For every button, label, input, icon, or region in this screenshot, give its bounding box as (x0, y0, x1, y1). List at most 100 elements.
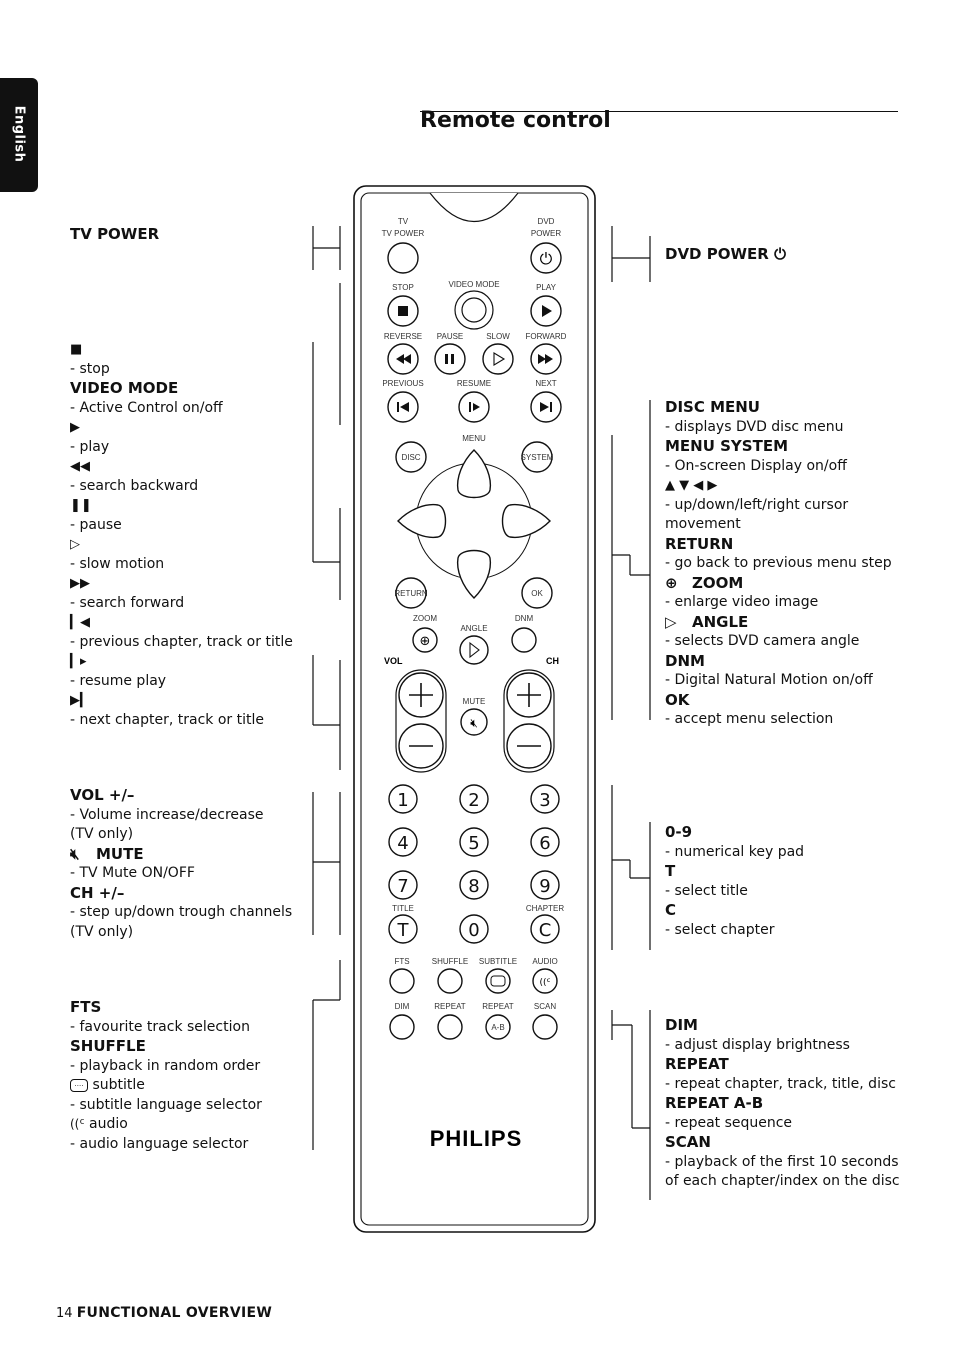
digit-3-label: 3 (539, 790, 550, 811)
shuffle-button[interactable] (437, 968, 463, 994)
disc-menu-heading: DISC MENU (665, 398, 760, 416)
remote-label-play: PLAY (536, 283, 557, 292)
remote-label-disc: DISC (401, 453, 420, 462)
digit-9-label: 9 (539, 876, 550, 897)
digit-1-label: 1 (397, 790, 408, 811)
t-label: T (397, 920, 410, 941)
volume-legend: VOL +/– - Volume increase/decrease (TV o… (70, 786, 292, 942)
audio-icon: ((ᑦ (540, 978, 551, 988)
remote-label-next: NEXT (535, 379, 556, 388)
digit-3-button[interactable] (530, 784, 560, 814)
mute-button[interactable] (460, 708, 488, 736)
digits-desc: - numerical key pad (665, 843, 805, 860)
remote-label-zoom: ZOOM (413, 614, 437, 623)
ch-desc-2: (TV only) (70, 923, 134, 940)
digit-0-button[interactable] (459, 914, 489, 944)
digit-7-button[interactable] (388, 870, 418, 900)
zoom-button[interactable] (412, 627, 438, 653)
dvd-power-button[interactable] (530, 242, 562, 274)
forward-symbol: ▶▶ (70, 576, 90, 591)
next-desc: - next chapter, track or title (70, 711, 264, 728)
audio-label: audio (89, 1116, 128, 1132)
scan-button[interactable] (532, 1014, 558, 1040)
forward-desc: - search forward (70, 594, 185, 611)
next-symbol: ▶▎ (70, 693, 90, 708)
dnm-button[interactable] (511, 627, 537, 653)
right-cursor-button[interactable] (501, 503, 551, 539)
reverse-icon (396, 354, 411, 364)
menu-system-desc: - On-screen Display on/off (665, 457, 847, 474)
slow-desc: - slow motion (70, 555, 165, 572)
page-number: 14 (56, 1306, 73, 1321)
next-icon (540, 402, 552, 412)
digit-7-label: 7 (397, 876, 408, 897)
dim-button[interactable] (389, 1014, 415, 1040)
language-tab: English (0, 78, 38, 192)
vol-desc-2: (TV only) (70, 826, 134, 842)
fts-button[interactable] (389, 968, 415, 994)
mute-desc: - TV Mute ON/OFF (70, 865, 195, 881)
digit-8-button[interactable] (459, 870, 489, 900)
vol-heading: VOL +/– (70, 786, 135, 804)
c-heading: C (665, 901, 677, 919)
digit-6-button[interactable] (530, 827, 560, 857)
disc-menu-button[interactable] (395, 441, 427, 473)
dnm-desc: - Digital Natural Motion on/off (665, 672, 873, 688)
video-mode-button[interactable] (461, 297, 487, 323)
remote-label-ch: CH (546, 656, 559, 666)
digit-5-button[interactable] (459, 827, 489, 857)
stop-desc: - stop (70, 360, 110, 377)
down-cursor-button[interactable] (456, 549, 492, 599)
zoom-icon: ⊕ (420, 634, 431, 649)
menu-system-heading: MENU SYSTEM (665, 437, 789, 455)
remote-label-shuffle: SHUFFLE (432, 957, 468, 966)
ok-button[interactable] (521, 577, 553, 609)
repeat-button[interactable] (437, 1014, 463, 1040)
page-title: Remote control (420, 108, 611, 133)
remote-label-tv-power: TV POWER (382, 229, 425, 238)
zoom-desc: - enlarge video image (665, 594, 819, 610)
digit-4-button[interactable] (388, 827, 418, 857)
repeat-heading: REPEAT (665, 1055, 729, 1073)
disc-menu-desc: - displays DVD disc menu (665, 418, 844, 435)
page-footer: 14 FUNCTIONAL OVERVIEW (56, 1305, 272, 1321)
remote-label-stop: STOP (392, 283, 414, 292)
digit-1-button[interactable] (388, 784, 418, 814)
callout-lines (312, 226, 651, 1200)
repeat-ab-heading: REPEAT A-B (665, 1094, 764, 1112)
system-menu-button[interactable] (521, 441, 553, 473)
audio-button[interactable] (532, 968, 558, 994)
vol-desc-1: - Volume increase/decrease (70, 806, 264, 823)
ch-desc-1: - step up/down trough channels (70, 904, 293, 920)
remote-label-subtitle: SUBTITLE (479, 957, 517, 966)
remote-label-fts: FTS (394, 957, 409, 966)
remote-label-ok: OK (531, 589, 543, 598)
angle-desc: - selects DVD camera angle (665, 633, 860, 649)
fts-desc: - favourite track selection (70, 1018, 250, 1035)
remote-label-vol: VOL (384, 656, 403, 666)
digit-2-button[interactable] (459, 784, 489, 814)
remote-label-angle: ANGLE (460, 624, 487, 633)
tv-power-button[interactable] (387, 242, 419, 274)
power-icon: ⏻ (774, 245, 786, 263)
digit-9-button[interactable] (530, 870, 560, 900)
play-icon (542, 305, 552, 317)
return-button[interactable] (395, 577, 427, 609)
angle-icon (469, 641, 480, 659)
repeat-ab-button[interactable] (485, 1014, 511, 1040)
pause-button[interactable] (434, 343, 466, 375)
playback-legend: ■ - stop VIDEO MODE - Active Control on/… (70, 340, 293, 730)
slow-icon (493, 352, 506, 366)
left-cursor-button[interactable] (397, 503, 447, 539)
up-cursor-button[interactable] (456, 449, 492, 499)
title-rule (420, 111, 898, 112)
tv-power-heading: TV POWER (70, 225, 160, 243)
zoom-heading: ZOOM (692, 573, 744, 592)
resume-desc: - resume play (70, 672, 167, 689)
c-label: C (539, 920, 552, 941)
digits-heading: 0-9 (665, 823, 693, 841)
title-button[interactable] (388, 914, 418, 944)
return-heading: RETURN (665, 534, 734, 553)
shuffle-heading: SHUFFLE (70, 1037, 146, 1055)
chapter-button[interactable] (530, 914, 560, 944)
